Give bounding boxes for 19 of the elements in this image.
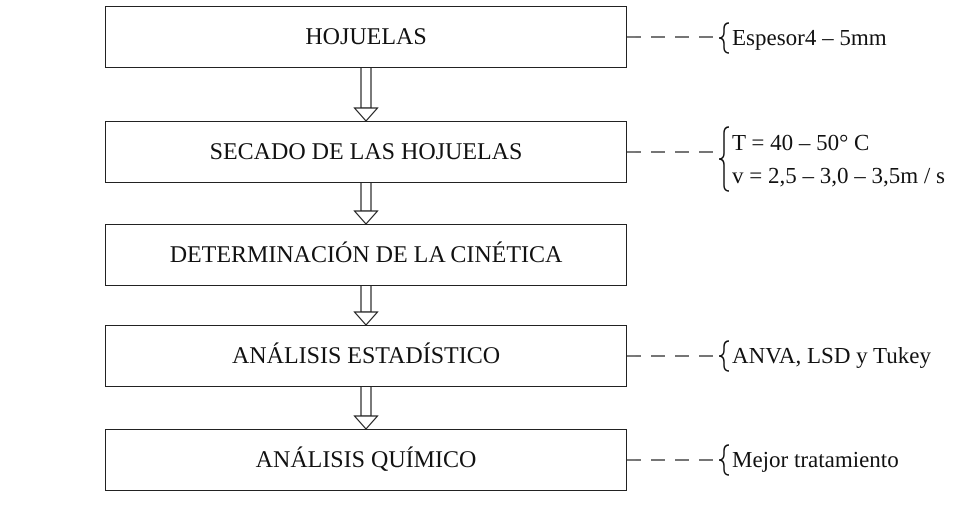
process-box [105,224,627,286]
step-label: DETERMINACIÓN DE LA CINÉTICA [170,242,562,268]
note-text: ANVA, LSD y Tukey [732,343,931,369]
step-label: ANÁLISIS ESTADÍSTICO [232,342,500,370]
step-label: SECADO DE LAS HOJUELAS [210,138,522,166]
process-box [105,325,627,387]
process-box [105,121,627,183]
hollow-arrow [354,386,378,430]
hollow-arrow [354,285,378,326]
step-label: ANÁLISIS QUÍMICO [256,446,476,474]
note-text: Espesor4 – 5mm [732,25,887,51]
hollow-arrow [354,67,378,122]
process-box [105,429,627,491]
note-text: v = 2,5 – 3,0 – 3,5m / s [732,162,945,188]
note-text: Mejor tratamiento [732,447,899,473]
step-label: HOJUELAS [305,24,427,50]
hollow-arrow [354,182,378,225]
note-text: T = 40 – 50° C [732,130,870,156]
process-box [105,6,627,68]
